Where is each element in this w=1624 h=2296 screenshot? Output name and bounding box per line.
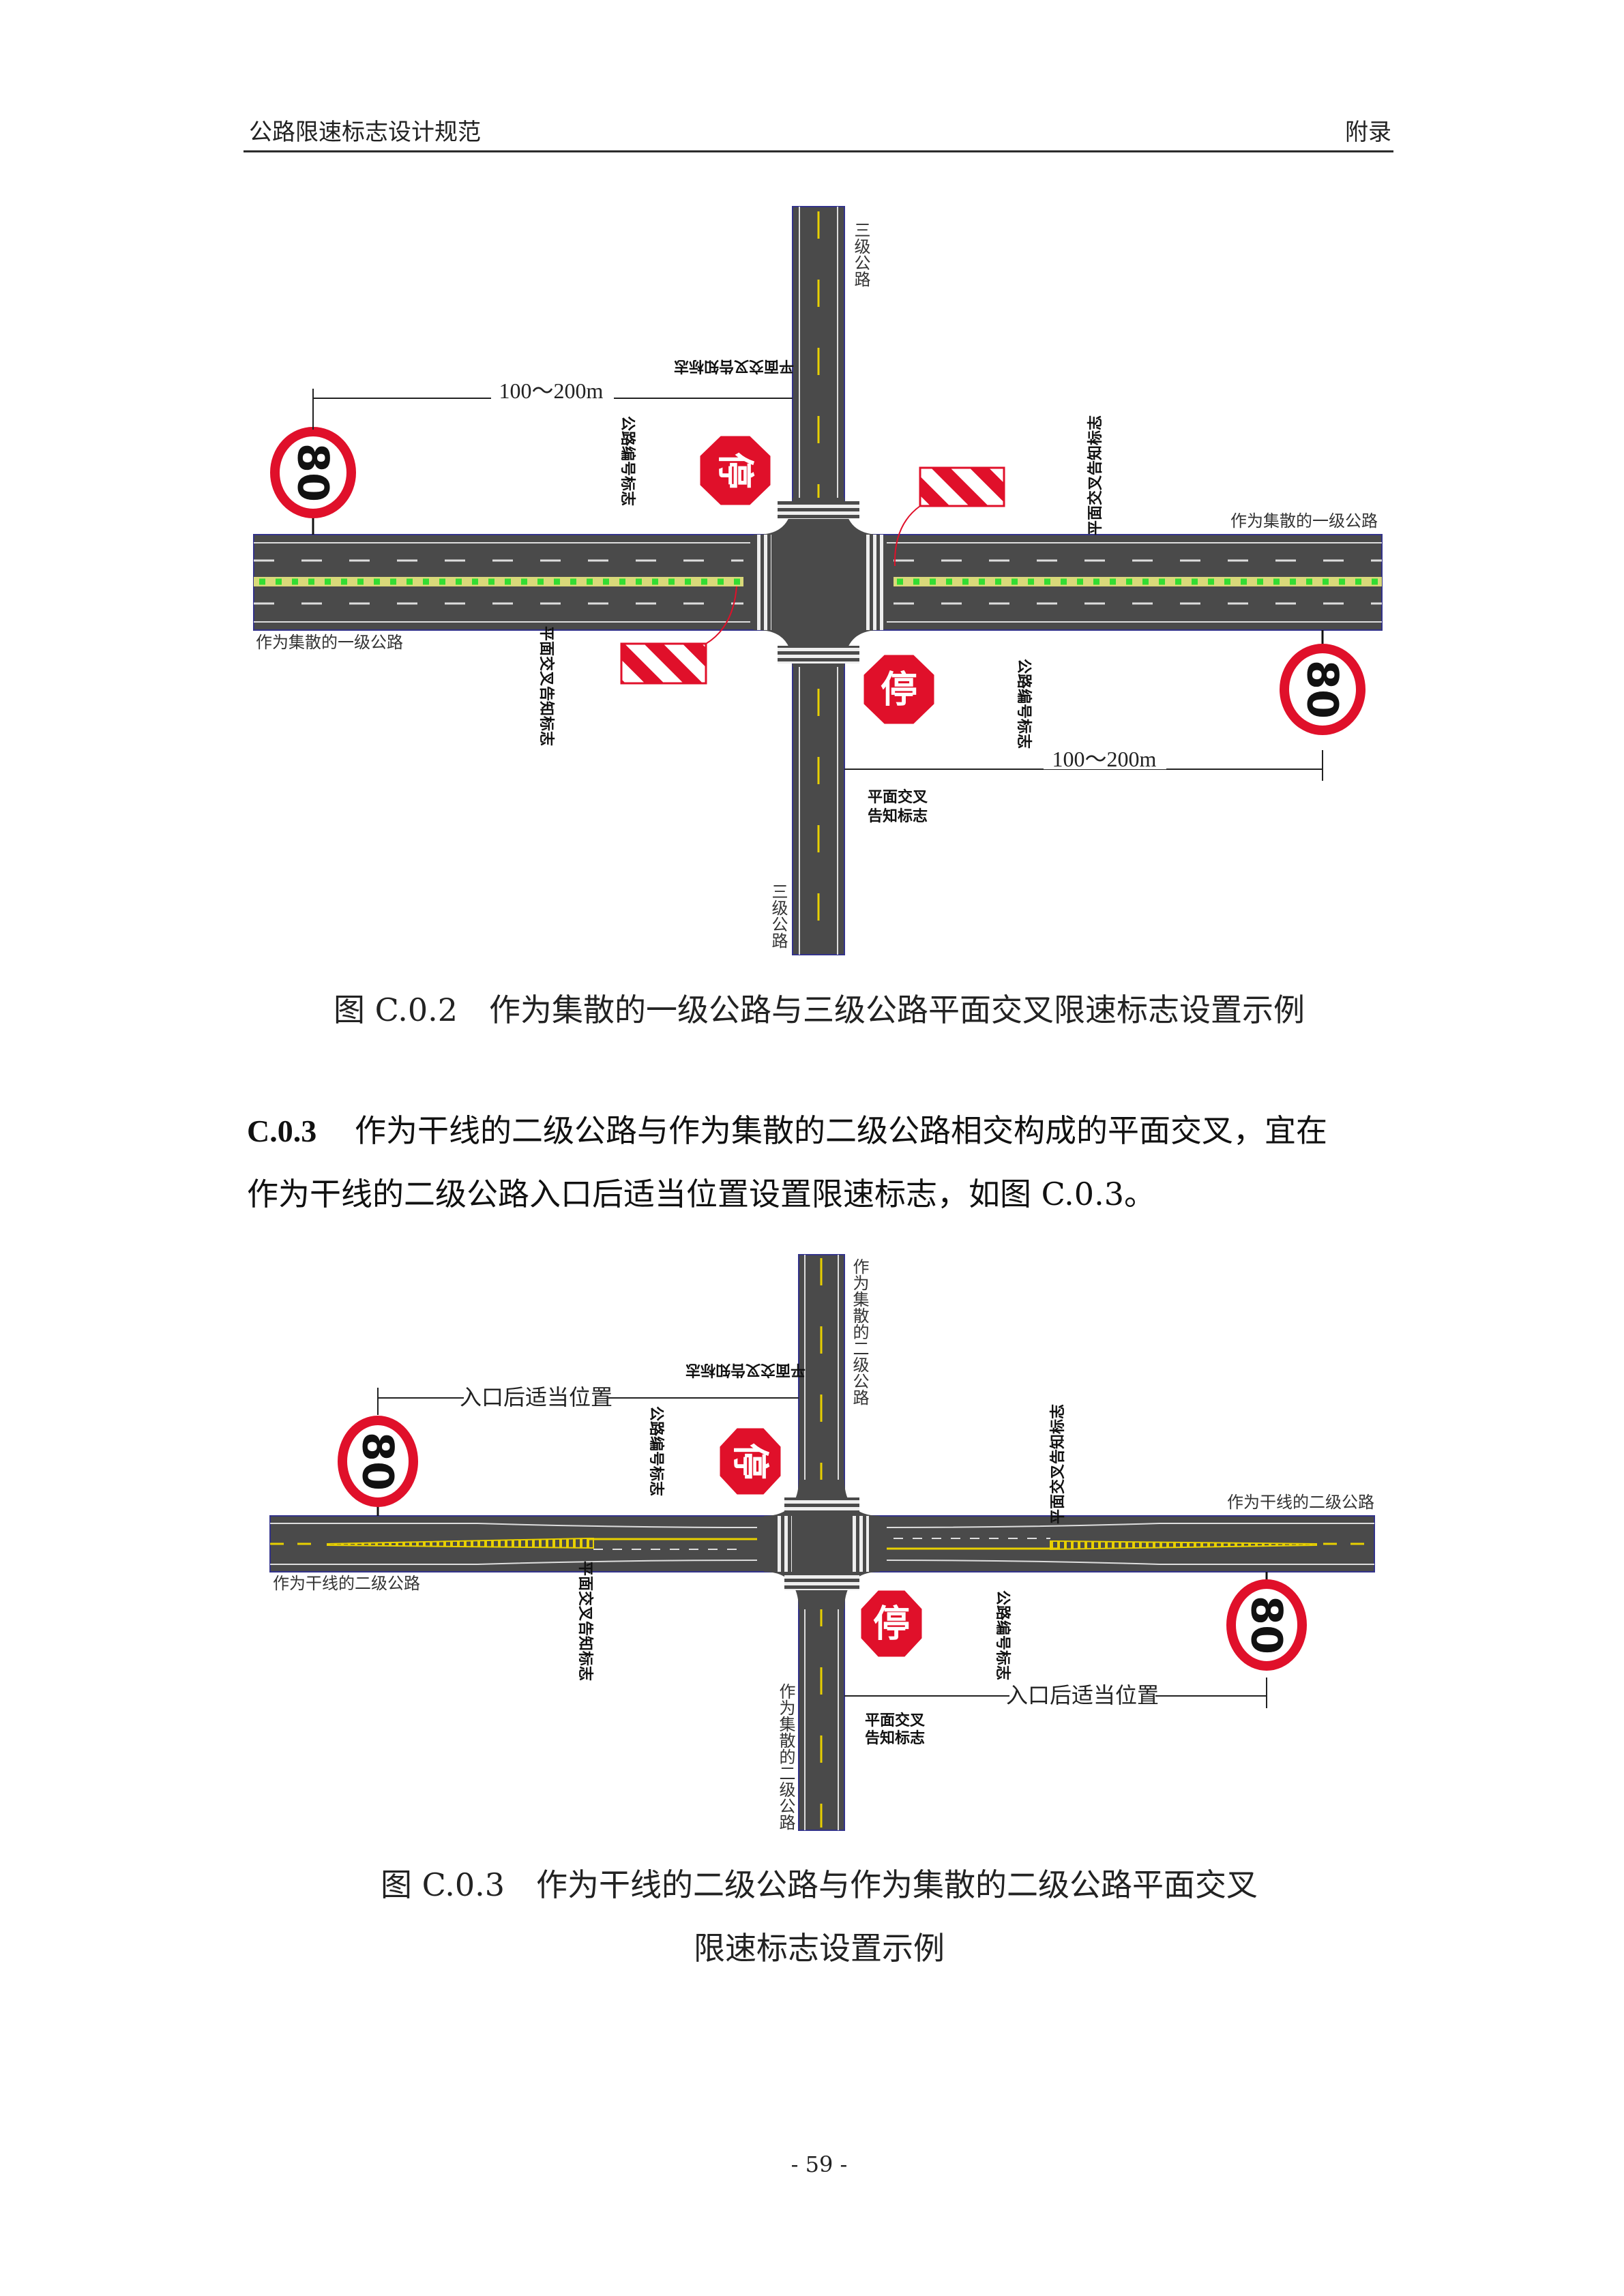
distance-label: 入口后适当位置 bbox=[460, 1385, 612, 1410]
stop-sign: 停 bbox=[698, 434, 773, 507]
minor-road-label: 作为集散的二级公路 bbox=[850, 1258, 869, 1405]
crosswalk bbox=[776, 1516, 792, 1572]
crossing-warning-sign-label: 平面交叉告知标志 bbox=[537, 626, 555, 746]
speed-limit-sign-80: 80 bbox=[270, 427, 356, 535]
route-number-sign-label: 公路编号标志 bbox=[619, 416, 636, 506]
major-road-label: 作为集散的一级公路 bbox=[256, 633, 403, 652]
crossing-warning-sign-line1: 平面交叉 bbox=[868, 788, 928, 806]
svg-text:停: 停 bbox=[729, 1443, 772, 1480]
stop-sign: 停 bbox=[861, 653, 936, 726]
header-title: 公路限速标志设计规范 bbox=[249, 119, 481, 146]
crossing-warning-sign-label: 平面交叉告知标志 bbox=[674, 357, 794, 375]
svg-text:停: 停 bbox=[873, 1602, 910, 1645]
svg-text:80: 80 bbox=[353, 1432, 403, 1491]
figure-c02-diagram: 80 80 停 停 100～200m 100～200m 公路编号标志 公路编号标… bbox=[253, 206, 1383, 955]
crossing-warning-sign-line1: 平面交叉 bbox=[865, 1712, 925, 1729]
figure-c03-caption-line2: 限速标志设置示例 bbox=[694, 1930, 945, 1967]
channelization-marking bbox=[327, 1538, 594, 1549]
hazard-marker-board bbox=[919, 466, 1005, 507]
crossing-warning-sign-label: 平面交叉告知标志 bbox=[1087, 415, 1104, 535]
speed-limit-sign-80: 80 bbox=[1226, 1572, 1307, 1671]
route-number-sign-label: 公路编号标志 bbox=[994, 1590, 1012, 1680]
major-road-label: 作为集散的一级公路 bbox=[1230, 511, 1378, 531]
svg-text:停: 停 bbox=[714, 452, 757, 489]
route-number-sign-label: 公路编号标志 bbox=[1015, 659, 1033, 749]
major-road-label: 作为干线的二级公路 bbox=[1227, 1493, 1374, 1512]
crossing-warning-sign-label: 平面交叉告知标志 bbox=[1049, 1404, 1067, 1524]
distance-label: 入口后适当位置 bbox=[1006, 1683, 1159, 1708]
svg-text:80: 80 bbox=[1298, 660, 1348, 719]
minor-road-label: 作为集散的二级公路 bbox=[776, 1683, 795, 1830]
svg-text:停: 停 bbox=[881, 668, 917, 711]
crossing-warning-sign-line2: 告知标志 bbox=[868, 807, 928, 825]
hazard-marker-board bbox=[620, 642, 707, 685]
page-number: - 59 - bbox=[791, 2151, 848, 2177]
crosswalk bbox=[754, 535, 771, 630]
crossing-warning-sign-label: 平面交叉告知标志 bbox=[685, 1361, 806, 1379]
minor-road-label: 三级公路 bbox=[851, 222, 870, 287]
distance-label: 100～200m bbox=[499, 378, 604, 403]
figure-c03-caption-line1: 图 C.0.3 作为干线的二级公路与作为集散的二级公路平面交叉 bbox=[381, 1866, 1258, 1903]
svg-text:80: 80 bbox=[289, 443, 338, 502]
minor-road-label: 三级公路 bbox=[769, 883, 788, 949]
crossing-warning-sign-label: 平面交叉告知标志 bbox=[576, 1561, 594, 1681]
crossing-warning-sign-line2: 告知标志 bbox=[865, 1729, 925, 1747]
clause-number: C.0.3 bbox=[247, 1114, 316, 1148]
distance-label: 100～200m bbox=[1052, 747, 1157, 771]
route-number-sign-label: 公路编号标志 bbox=[647, 1406, 665, 1496]
speed-limit-sign-80: 80 bbox=[338, 1416, 418, 1516]
stop-sign: 停 bbox=[859, 1588, 924, 1659]
speed-limit-sign-80: 80 bbox=[1280, 630, 1365, 735]
stop-sign: 停 bbox=[718, 1426, 783, 1497]
major-road-label: 作为干线的二级公路 bbox=[273, 1574, 420, 1593]
figure-c02-caption: 图 C.0.2 作为集散的一级公路与三级公路平面交叉限速标志设置示例 bbox=[334, 992, 1305, 1028]
header-section: 附录 bbox=[1345, 119, 1391, 146]
clause-text-line1: 作为干线的二级公路与作为集散的二级公路相交构成的平面交叉，宜在 bbox=[355, 1112, 1327, 1149]
clause-text-line2: 作为干线的二级公路入口后适当位置设置限速标志，如图 C.0.3。 bbox=[247, 1176, 1155, 1212]
figure-c03-diagram: 80 80 停 停 入口后适当位置 入口后适当位置 公路编号标志 公路编号标志 … bbox=[269, 1254, 1375, 1831]
svg-text:80: 80 bbox=[1242, 1596, 1292, 1654]
